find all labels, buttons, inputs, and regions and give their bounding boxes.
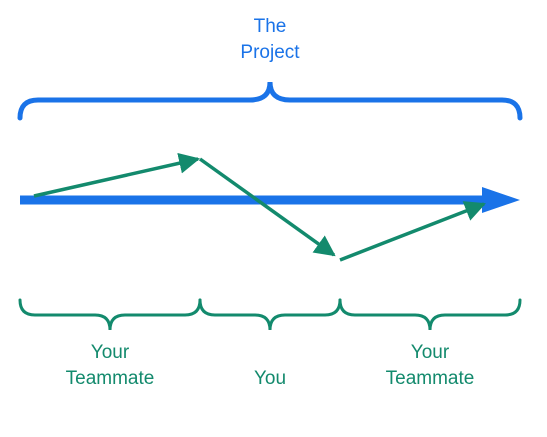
path-arrow-1 [33, 152, 201, 198]
project-arrow-head [482, 187, 520, 213]
segment-label-line2: Teammate [65, 368, 155, 389]
project-brace [17, 81, 523, 121]
segment-brace-2 [198, 298, 342, 331]
segment-label-line1: Your [90, 342, 130, 363]
path-arrow-2 [198, 157, 336, 257]
segment-brace-3 [338, 298, 522, 331]
segment-label-line1: Your [410, 342, 450, 363]
path-arrow-3 [339, 201, 486, 262]
segment-label-teammate-left: Your Teammate [40, 340, 180, 392]
project-title: The Project [200, 14, 340, 66]
segment-brace-1 [18, 298, 202, 331]
segment-label-teammate-right: Your Teammate [360, 340, 500, 392]
segment-label-line2: You [253, 368, 287, 389]
segment-label-line2: Teammate [385, 368, 475, 389]
project-title-line1: The [253, 16, 287, 37]
segment-label-you: You [200, 366, 340, 392]
project-title-line2: Project [240, 42, 300, 63]
